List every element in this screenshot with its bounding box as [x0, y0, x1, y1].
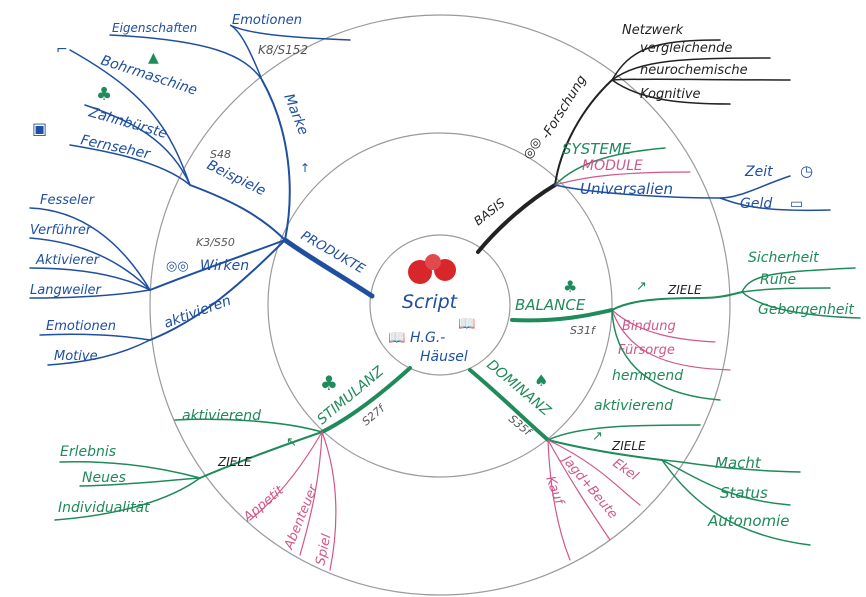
center-title: Script [402, 291, 459, 313]
wirken-item-1: Fesseler [40, 193, 96, 208]
aktivieren-item-1: Emotionen [46, 319, 116, 334]
arrow-icon-dominanz: ↗ [592, 429, 603, 444]
stimulanz-icon: ♣ [320, 371, 338, 395]
dominanz-ziele: ZIELE [611, 439, 646, 453]
money-icon: ▭ [790, 196, 803, 212]
produkte-wirken: Wirken [200, 258, 249, 274]
forschung-item-3: neurochemische [640, 63, 748, 78]
produkte-marke: Marke [280, 92, 311, 138]
dominanz-pink-1: Ekel [610, 456, 641, 484]
balance-icon: ♣ [563, 277, 577, 296]
basis-geld: Geld [740, 196, 772, 212]
stimulanz-ziel-3: Individualität [58, 500, 150, 516]
balance-ref: S31f [570, 324, 597, 337]
brain-icon-forschung: ◎◎ [520, 135, 544, 162]
middle-ring [267, 132, 613, 478]
aktivieren-item-2: Motive [54, 349, 98, 364]
produkte-eigenschaften: Eigenschaften [112, 21, 197, 35]
balance-ziele: ZIELE [667, 283, 702, 297]
produkte-marke-ref: K8/S152 [258, 43, 308, 57]
clock-icon: ◷ [800, 162, 813, 180]
center-book: H.G.- [410, 330, 445, 346]
stimulanz-ziele: ZIELE [217, 455, 252, 469]
balance-ziel-2: Ruhe [760, 272, 796, 288]
stimulanz-ziel-1: Erlebnis [60, 444, 116, 460]
dominanz-icon: ♠ [534, 371, 548, 390]
dominanz-ziel-1: Macht [715, 454, 762, 472]
forschung-item-1: Netzwerk [622, 23, 684, 38]
wirken-item-2: Verführer [30, 223, 93, 238]
produkte-wirken-ref: K3/S50 [196, 236, 235, 249]
stimulanz-aktivierend: aktivierend [182, 408, 261, 424]
basis-forschung: -Forschung [539, 73, 590, 142]
balance-pink-2: Fürsorge [618, 343, 675, 358]
balance-ziel-1: Sicherheit [748, 250, 819, 266]
book-icon-left: 📖 [388, 330, 405, 346]
stimulanz-pink-1: Appetit [240, 483, 287, 526]
arrow-icon-balance: ↗ [636, 279, 647, 294]
basis-module: MODULE [582, 158, 643, 174]
produkte-aktivieren: aktivieren [162, 293, 233, 332]
forschung-item-2: vergleichende [640, 41, 732, 56]
balance-ziel-3: Geborgenheit [758, 302, 854, 318]
center-ring [369, 234, 511, 376]
forschung-item-4: Kognitive [640, 87, 701, 102]
tv-icon: ▣ [32, 119, 47, 138]
basis-universalien: Universalien [580, 180, 673, 198]
stimulanz-ziel-2: Neues [82, 470, 126, 486]
brain-icon-wirken: ◎◎ [166, 259, 189, 274]
brain-icon [408, 254, 456, 284]
basis-zeit: Zeit [744, 164, 773, 180]
produkte-beispiele: Beispiele [204, 157, 268, 199]
dominanz-ref: S35f [506, 412, 535, 439]
outer-ring [149, 14, 731, 596]
dominanz-pink-2: Jagd+Beute [557, 451, 620, 522]
toothbrush-icon: ♣ [96, 84, 112, 105]
dominanz-ziel-2: Status [720, 484, 768, 502]
balance-pink-1: Bindung [622, 319, 676, 334]
wirken-item-4: Langweiler [30, 283, 103, 298]
eigenschaften-icon: ▲ [148, 50, 159, 66]
basis-systeme: SYSTEME [562, 140, 632, 158]
produkte-emotionen-top: Emotionen [232, 13, 302, 28]
balance-label: BALANCE [515, 296, 586, 314]
produkte-beispiele-ref: S48 [210, 148, 231, 161]
book-icon-right: 📖 [458, 316, 475, 332]
balance-hemmend: hemmend [612, 368, 683, 384]
arrow-icon-stimulanz: ↖ [286, 435, 297, 450]
dominanz-pink-3: Kauf [542, 474, 567, 509]
dominanz-ziel-3: Autonomie [707, 512, 790, 530]
stimulanz-pink-2: Abenteuer [281, 481, 321, 552]
wirken-item-3: Aktivierer [35, 253, 101, 268]
dominanz-aktivierend: aktivierend [594, 398, 673, 414]
drill-icon: ⌐ [56, 42, 68, 58]
beispiel-item-3: Fernseher [79, 132, 152, 163]
arrow-icon-marke: ↑ [300, 161, 310, 175]
center-author: Häusel [420, 349, 468, 365]
stimulanz-pink-3: Spiel [313, 532, 334, 567]
